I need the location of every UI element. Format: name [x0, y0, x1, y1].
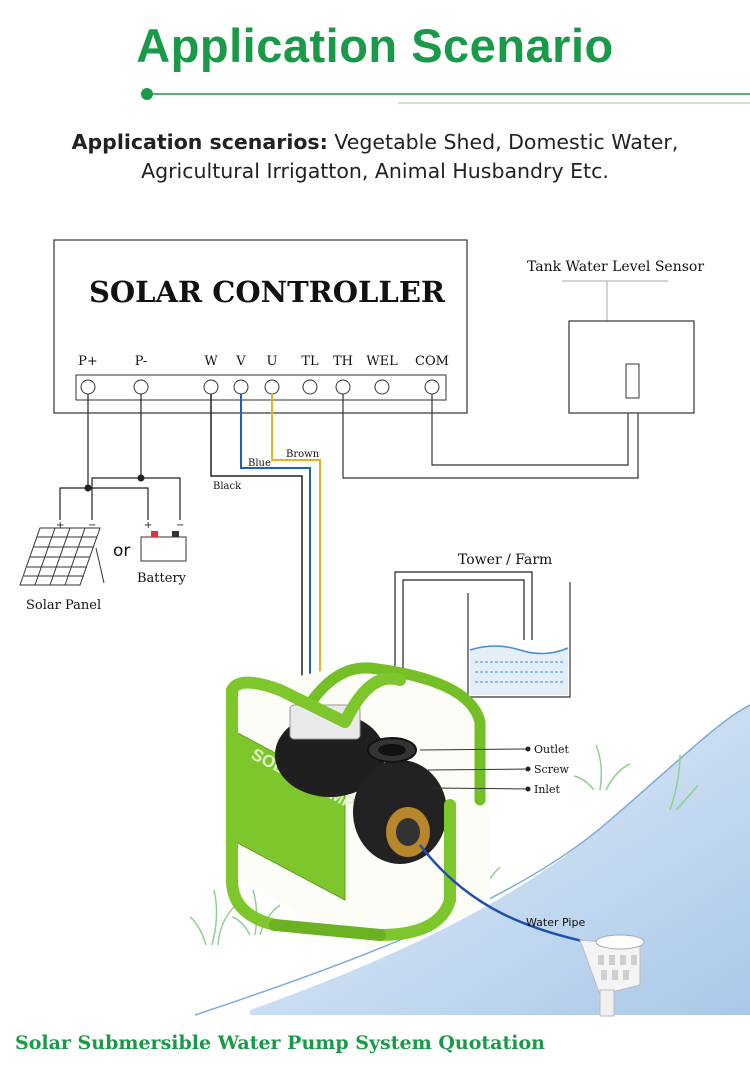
terminal-label: P- [135, 354, 147, 369]
svg-text:+: + [144, 520, 152, 531]
svg-text:−: − [88, 520, 96, 531]
intro-line-2: Agricultural Irrigatton, Animal Husbandr… [141, 159, 609, 183]
battery-label: Battery [137, 571, 187, 586]
brown-wire-label: Brown [286, 449, 320, 460]
intro-label: Application scenarios: [71, 130, 328, 154]
power-wires [59, 394, 181, 520]
sensor-label: Tank Water Level Sensor [527, 259, 704, 275]
terminal-strip [75, 374, 447, 401]
controller-title: SOLAR CONTROLLER [89, 275, 446, 309]
outlet-pipe-line [394, 571, 533, 745]
outlet-label: Outlet [534, 743, 570, 756]
outlet-pipe-line-inner [402, 579, 525, 745]
battery-icon [140, 531, 187, 562]
sensor-wire-th [342, 394, 639, 479]
foot-valve-icon [579, 934, 645, 1017]
page-title: Application Scenario [136, 19, 614, 72]
terminal-label: TH [333, 354, 353, 369]
svg-text:+: + [56, 520, 64, 531]
solar-pump: SOLAR PUMP [226, 660, 490, 950]
terminal-label: COM [415, 354, 449, 369]
water-pipe-label: Water Pipe [526, 916, 585, 929]
or-label: or [113, 541, 130, 561]
intro-text: Application scenarios: Vegetable Shed, D… [0, 128, 750, 186]
sensor-probe [625, 363, 640, 399]
intro-line-1: Vegetable Shed, Domestic Water, [334, 130, 679, 154]
polarity-marks: + − + − [56, 520, 184, 531]
brown-wire [271, 394, 321, 680]
screw-label: Screw [534, 763, 569, 776]
callout-dots [525, 746, 531, 792]
junction-dot [84, 484, 92, 492]
terminal-label: TL [301, 354, 319, 369]
blue-wire [240, 394, 311, 680]
solar-panel-label: Solar Panel [26, 598, 101, 613]
terminal-label: P+ [78, 354, 98, 369]
tank-label: Tower / Farm [458, 552, 552, 568]
svg-text:−: − [176, 520, 184, 531]
pump-callouts [419, 748, 529, 790]
terminal-label: W [204, 354, 218, 369]
blue-wire-label: Blue [248, 458, 271, 469]
sensor-wire-com [431, 394, 629, 466]
junction-dot [137, 474, 145, 482]
footer-caption: Solar Submersible Water Pump System Quot… [15, 1032, 545, 1054]
terminal-label: WEL [366, 354, 398, 369]
water-tank [467, 582, 571, 698]
terminal-label: U [267, 354, 278, 369]
title-underline [141, 88, 750, 104]
black-wire-label: Black [213, 481, 242, 492]
terminals: P+ P- W V U TL TH WEL COM [78, 354, 449, 369]
solar-panel-icon [19, 527, 105, 586]
inlet-label: Inlet [534, 783, 560, 796]
water-slope-edge [194, 704, 750, 1016]
black-wire [210, 394, 303, 680]
water-pipe [419, 844, 601, 947]
terminal-label: V [235, 354, 246, 369]
